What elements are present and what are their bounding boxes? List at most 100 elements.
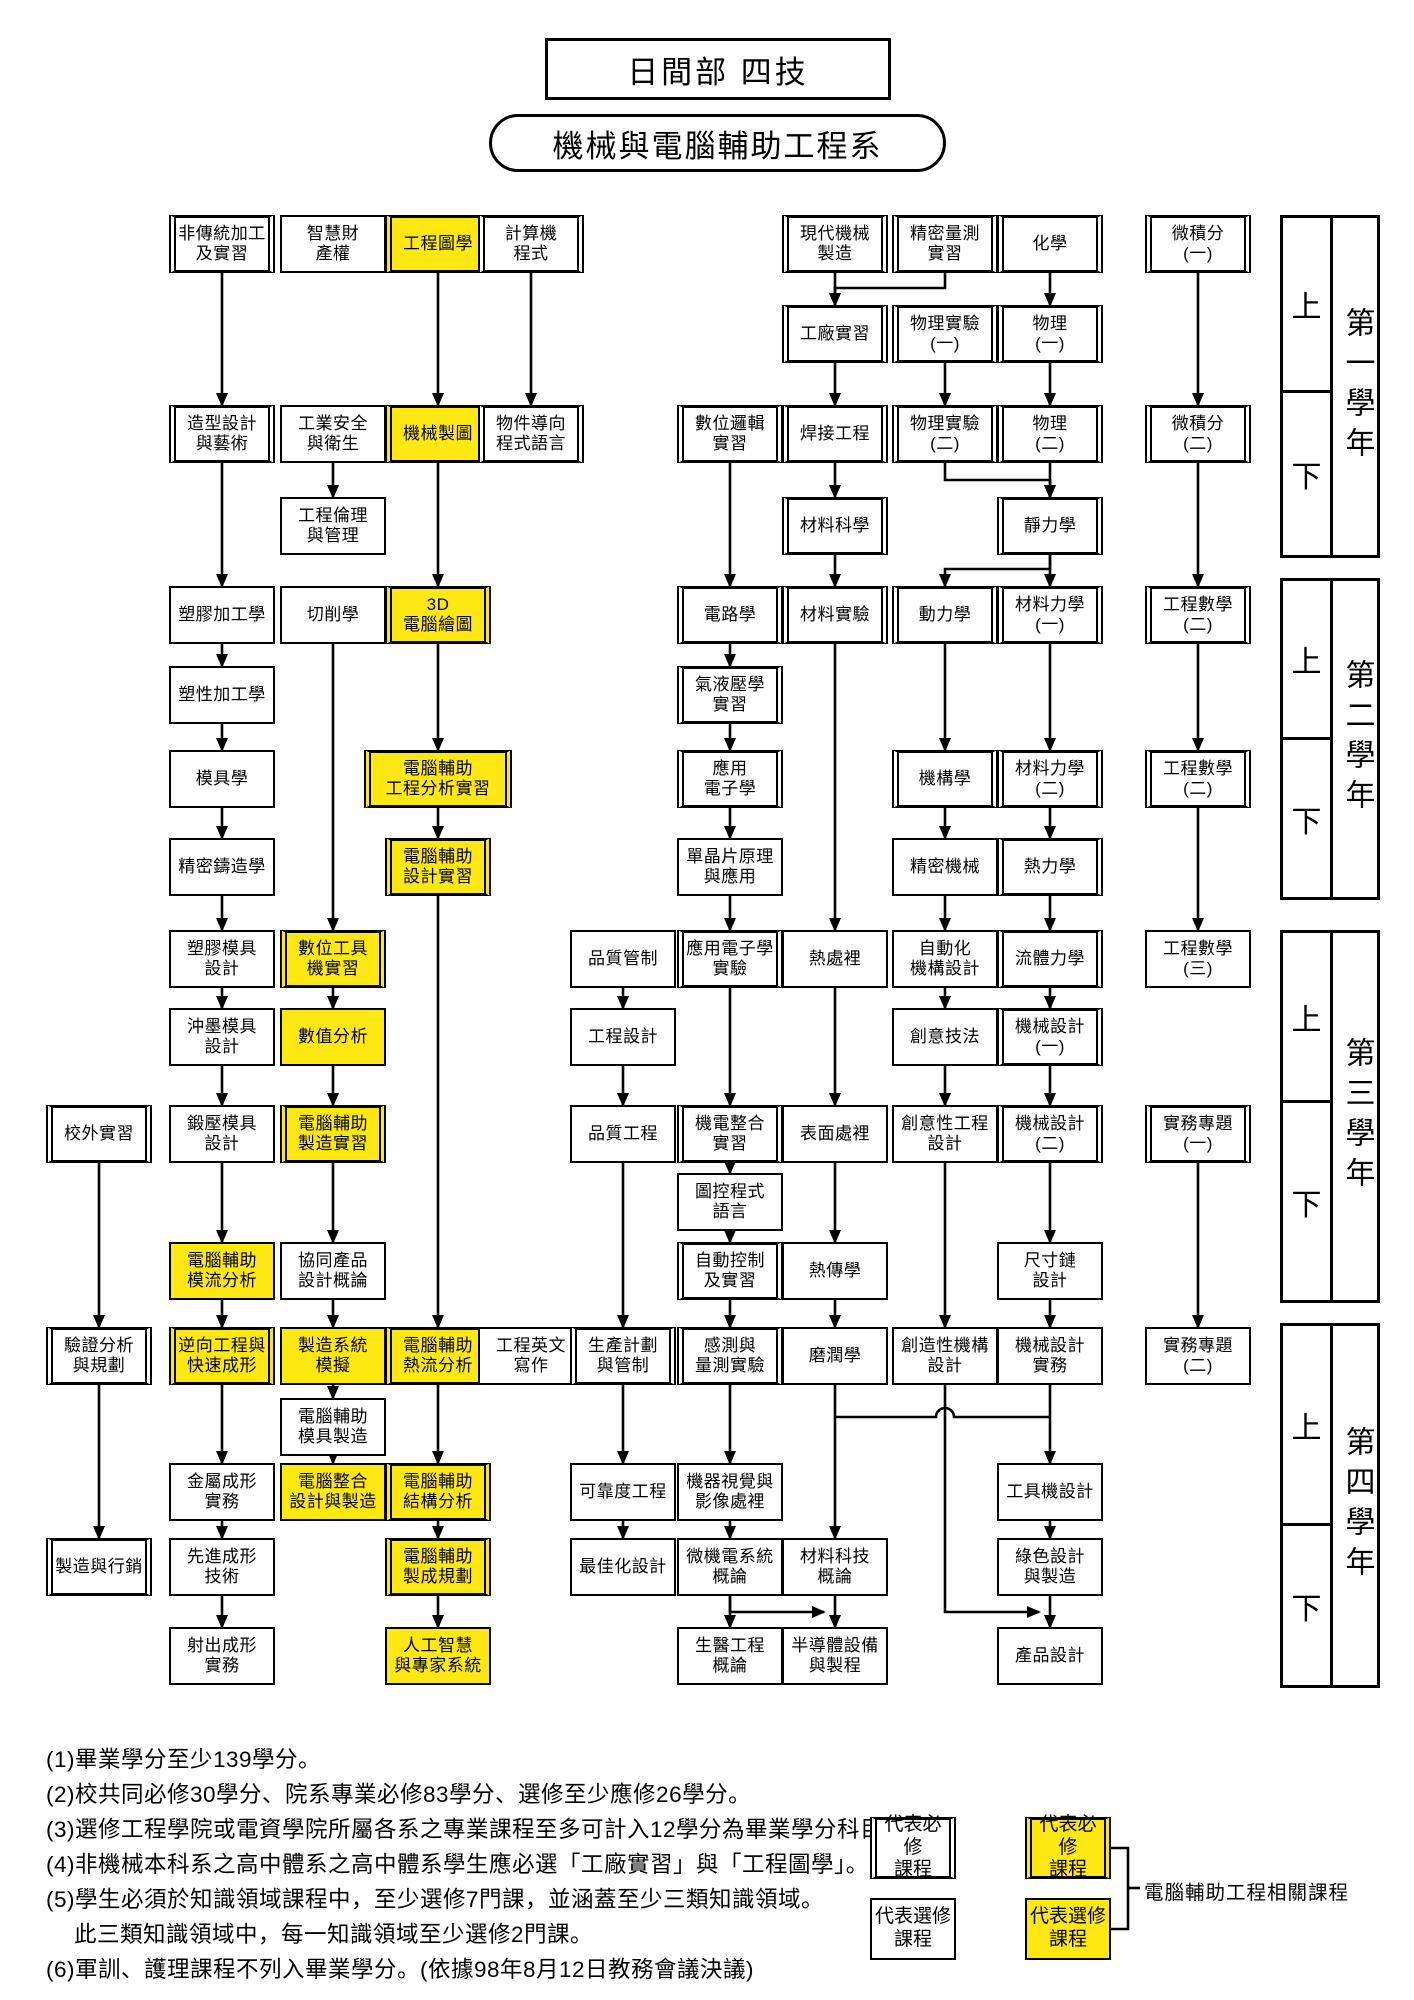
course-box: 電腦整合 設計與製造 — [280, 1463, 386, 1521]
course-box: 機械設計 實務 — [997, 1327, 1103, 1385]
year-label: 第一學年 — [1340, 306, 1374, 467]
course-box: 數位邏輯 實習 — [677, 405, 783, 463]
flow-edge — [835, 1406, 1050, 1419]
semester-lower-label: 下 — [1291, 805, 1322, 839]
course-box: 實務專題 (一) — [1145, 1105, 1251, 1163]
course-box: 應用電子學 實驗 — [677, 930, 783, 988]
note-line: 此三類知識領域中，每一知識領域至少選修2門課。 — [74, 1922, 594, 1947]
course-box: 品質管制 — [570, 930, 676, 988]
course-box: 電腦輔助 結構分析 — [385, 1463, 491, 1521]
note-line: (6)軍訓、護理課程不列入畢業學分。(依據98年8月12日教務會議決議) — [46, 1957, 755, 1982]
course-box: 工業安全 與衛生 — [280, 405, 386, 463]
course-box: 物理 (一) — [997, 305, 1103, 363]
course-box: 表面處裡 — [782, 1105, 888, 1163]
course-box: 精密量測 實習 — [892, 215, 998, 273]
note-line: (4)非機械本科系之高中體系之高中體系學生應必選「工廠實習」與「工程圖學」。 — [46, 1852, 869, 1877]
course-box: 射出成形 實務 — [169, 1627, 275, 1685]
course-box: 工程數學 (三) — [1145, 930, 1251, 988]
course-box: 創意性工程 設計 — [892, 1105, 998, 1163]
semester-divider — [1283, 737, 1330, 740]
course-box: 電路學 — [677, 586, 783, 644]
course-box: 機器視覺與 影像處裡 — [677, 1463, 783, 1521]
course-box: 塑膠模具 設計 — [169, 930, 275, 988]
semester-upper-label: 上 — [1291, 646, 1322, 679]
course-box: 沖墨模具 設計 — [169, 1008, 275, 1066]
course-box: 材料科學 — [782, 497, 888, 555]
course-box: 微積分 (二) — [1145, 405, 1251, 463]
course-box: 模具學 — [169, 750, 275, 808]
course-box: 生醫工程 概論 — [677, 1627, 783, 1685]
year-label: 第四學年 — [1340, 1425, 1374, 1586]
year-band-divider — [1330, 218, 1333, 555]
course-box: 逆向工程與 快速成形 — [169, 1327, 275, 1385]
course-box: 電腦輔助 設計實習 — [385, 838, 491, 896]
semester-divider — [1283, 1100, 1330, 1103]
course-box: 創造性機構 設計 — [892, 1327, 998, 1385]
course-box: 動力學 — [892, 586, 998, 644]
semester-lower-label: 下 — [1291, 461, 1322, 494]
course-box: 工具機設計 — [997, 1463, 1103, 1521]
course-box: 數值分析 — [280, 1008, 386, 1066]
year-band: 上下第四學年 — [1280, 1323, 1380, 1688]
course-box: 驗證分析 與規劃 — [46, 1327, 152, 1385]
legend-required-white: 代表必修 課程 — [870, 1814, 956, 1880]
year-band-divider — [1330, 581, 1333, 897]
department-title: 機械與電腦輔助工程系 — [489, 114, 946, 172]
year-label: 第二學年 — [1340, 659, 1374, 819]
course-box: 電腦輔助 模流分析 — [169, 1242, 275, 1300]
course-box: 協同產品 設計概論 — [280, 1242, 386, 1300]
year-band-divider — [1330, 1326, 1333, 1685]
course-box: 工程數學 (二) — [1145, 586, 1251, 644]
course-box: 先進成形 技術 — [169, 1538, 275, 1596]
course-box: 材料力學 (一) — [997, 586, 1103, 644]
course-box: 人工智慧 與專家系統 — [385, 1627, 491, 1685]
year-band: 上下第一學年 — [1280, 215, 1380, 558]
course-box: 工程數學 (二) — [1145, 750, 1251, 808]
semester-divider — [1283, 390, 1330, 393]
semester-lower-label: 下 — [1291, 1188, 1322, 1222]
course-box: 工程英文 寫作 — [478, 1327, 584, 1385]
flow-edge — [728, 1596, 826, 1618]
course-box: 智慧財 產權 — [280, 215, 386, 273]
flow-edge — [1111, 1846, 1130, 1931]
course-box: 金屬成形 實務 — [169, 1463, 275, 1521]
course-box: 精密鑄造學 — [169, 838, 275, 896]
course-box: 材料科技 概論 — [782, 1538, 888, 1596]
note-line: (3)選修工程學院或電資學院所屬各系之專業課程至多可計入12學分為畢業學分科目。 — [46, 1817, 907, 1842]
semester-divider — [1283, 1523, 1330, 1526]
course-box: 非傳統加工 及實習 — [169, 215, 275, 273]
flow-edge — [829, 273, 947, 307]
course-box: 電腦輔助 製成規劃 — [385, 1538, 491, 1596]
course-box: 熱傳學 — [782, 1242, 888, 1300]
course-box: 鍛壓模具 設計 — [169, 1105, 275, 1163]
course-box: 微積分 (一) — [1145, 215, 1251, 273]
course-box: 計算機 程式 — [478, 215, 584, 273]
course-box: 製造與行銷 — [46, 1538, 152, 1596]
course-box: 材料實驗 — [782, 586, 888, 644]
course-box: 生產計劃 與管制 — [570, 1327, 676, 1385]
course-box: 工程設計 — [570, 1008, 676, 1066]
course-box: 機構學 — [892, 750, 998, 808]
course-box: 可靠度工程 — [570, 1463, 676, 1521]
semester-upper-label: 上 — [1291, 291, 1322, 324]
course-box: 產品設計 — [997, 1627, 1103, 1685]
course-box: 機械設計 (二) — [997, 1105, 1103, 1163]
course-box: 機械製圖 — [385, 405, 491, 463]
flow-edge — [939, 555, 1052, 588]
note-line: (5)學生必須於知識領域課程中，至少選修7門課，並涵蓋至少三類知識領域。 — [46, 1887, 825, 1912]
course-box: 物理實驗 (二) — [892, 405, 998, 463]
course-box: 最佳化設計 — [570, 1538, 676, 1596]
course-box: 氣液壓學 實習 — [677, 666, 783, 724]
course-box: 精密機械 — [892, 838, 998, 896]
legend-elective-yellow: 代表選修 課程 — [1025, 1898, 1111, 1960]
course-box: 電腦輔助 熱流分析 — [385, 1327, 491, 1385]
course-box: 切削學 — [280, 586, 386, 644]
semester-lower-label: 下 — [1291, 1592, 1322, 1626]
course-box: 尺寸鏈 設計 — [997, 1242, 1103, 1300]
course-box: 磨潤學 — [782, 1327, 888, 1385]
program-title: 日間部 四技 — [545, 38, 891, 100]
course-box: 流體力學 — [997, 930, 1103, 988]
course-box: 單晶片原理 與應用 — [677, 838, 783, 896]
